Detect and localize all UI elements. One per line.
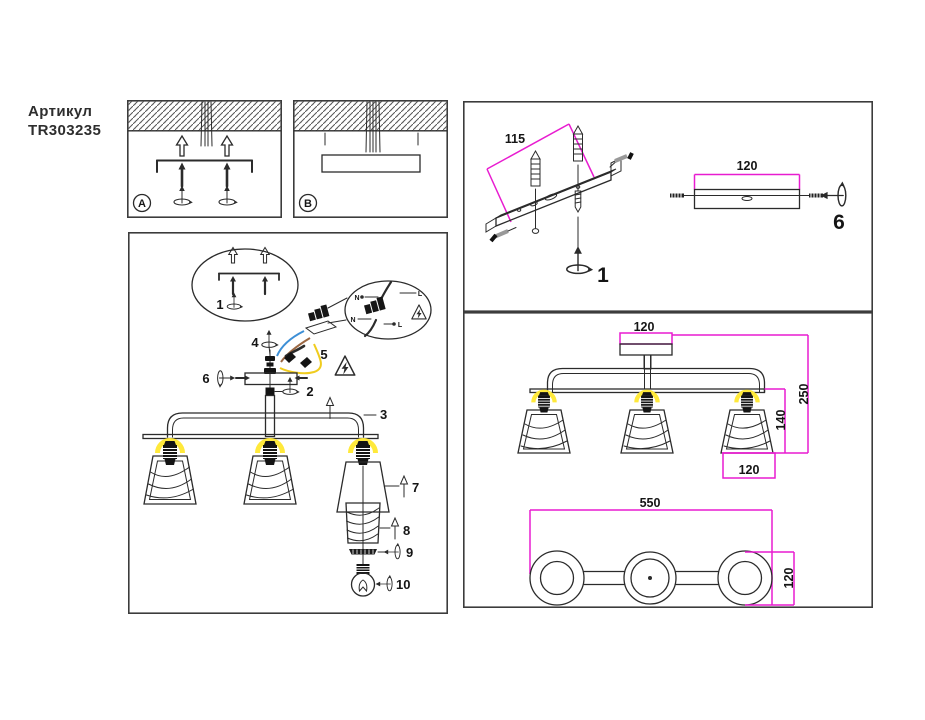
total-height-dim: 250 — [797, 384, 811, 405]
terminal-block-inset-ellipse: N L N L — [344, 280, 432, 340]
panel-b-label: B — [304, 198, 312, 210]
inner-glass — [345, 502, 381, 544]
side-screw — [609, 152, 634, 168]
plate-length-dim: 120 — [737, 159, 758, 173]
outer-shade — [336, 461, 390, 513]
step-1-label: 1 — [597, 264, 609, 287]
panel-a-ceiling-mount-diagram: A — [127, 100, 282, 218]
dimension-views: 120 140 250 120 — [463, 312, 873, 608]
part-2-callout: 2 — [265, 376, 314, 399]
article-number: TR303235 — [28, 122, 102, 139]
side-screw — [670, 193, 698, 198]
mounting-bracket-line — [156, 159, 253, 173]
part-4-label: 4 — [251, 335, 259, 350]
part-5-callout: 5 — [320, 347, 356, 376]
article-code: Артикул TR303235 — [28, 102, 101, 140]
mains-wires — [200, 101, 213, 147]
panel-a-label: A — [138, 198, 146, 210]
terminal-l-top: L — [418, 291, 423, 298]
step-6-label: 6 — [833, 211, 845, 234]
overall-length-dim: 550 — [640, 496, 661, 510]
part-6-label: 6 — [202, 371, 209, 386]
main-diagram-border — [128, 232, 448, 614]
mounting-bracket-isometric: 115 — [485, 123, 634, 287]
shade-height-dim: 140 — [774, 410, 788, 431]
views-box-border — [463, 312, 873, 608]
terminal-l-bottom: L — [398, 322, 403, 329]
part-2-label: 2 — [306, 384, 313, 399]
exploded-shade-column: 7 8 9 10 — [336, 461, 419, 597]
hanger-ticks — [324, 132, 419, 146]
part-5-label: 5 — [320, 347, 327, 362]
canopy-plate — [321, 154, 421, 173]
side-screw — [489, 227, 517, 243]
panel-b-label-badge: B — [298, 193, 318, 213]
retaining-ring — [349, 549, 377, 555]
fixture-top-view: 550 120 — [529, 496, 796, 606]
part-7-label: 7 — [412, 480, 419, 495]
main-assembly-diagram: 1 N L N L — [128, 232, 448, 614]
bracket-and-plate-detail: 115 — [463, 101, 873, 312]
light-bulb — [350, 564, 376, 597]
mains-wires — [365, 101, 381, 153]
wall-dowel — [572, 124, 584, 214]
diameter-dimension: 120 — [745, 551, 796, 606]
terminal-n-top: N — [354, 295, 359, 302]
mounting-inset-ellipse: 1 — [191, 246, 299, 322]
center-stem — [264, 394, 276, 438]
part-10-label: 10 — [396, 577, 410, 592]
part-9-label: 9 — [406, 545, 413, 560]
shade-diameter-dim: 120 — [782, 568, 796, 589]
mounting-plate-detail: 120 6 — [670, 159, 847, 234]
mounting-plate — [244, 372, 298, 386]
height-dimensions: 140 250 120 — [722, 335, 811, 479]
fixture-front-view: 120 140 250 120 — [517, 320, 811, 479]
panel-a-label-badge: A — [132, 193, 152, 213]
cross-bar — [142, 433, 379, 440]
terminal-n-bottom: N — [350, 317, 355, 324]
screw-direction-arrows — [178, 162, 231, 188]
part-6-callout: 6 — [202, 370, 308, 389]
article-label: Артикул — [28, 103, 93, 120]
canopy-width-dim: 120 — [634, 320, 655, 334]
part-3-label: 3 — [380, 407, 387, 422]
terminal-block-zoom — [364, 296, 386, 315]
shade-width-dim: 120 — [739, 463, 760, 477]
bracket-length-dim: 115 — [505, 132, 525, 146]
panel-b-canopy-diagram: B — [293, 100, 448, 218]
part-8-label: 8 — [403, 523, 410, 538]
wall-dowel — [530, 149, 541, 234]
part-3-callout: 3 — [326, 397, 387, 422]
step-1-label: 1 — [216, 297, 223, 312]
supply-wires — [276, 330, 322, 375]
